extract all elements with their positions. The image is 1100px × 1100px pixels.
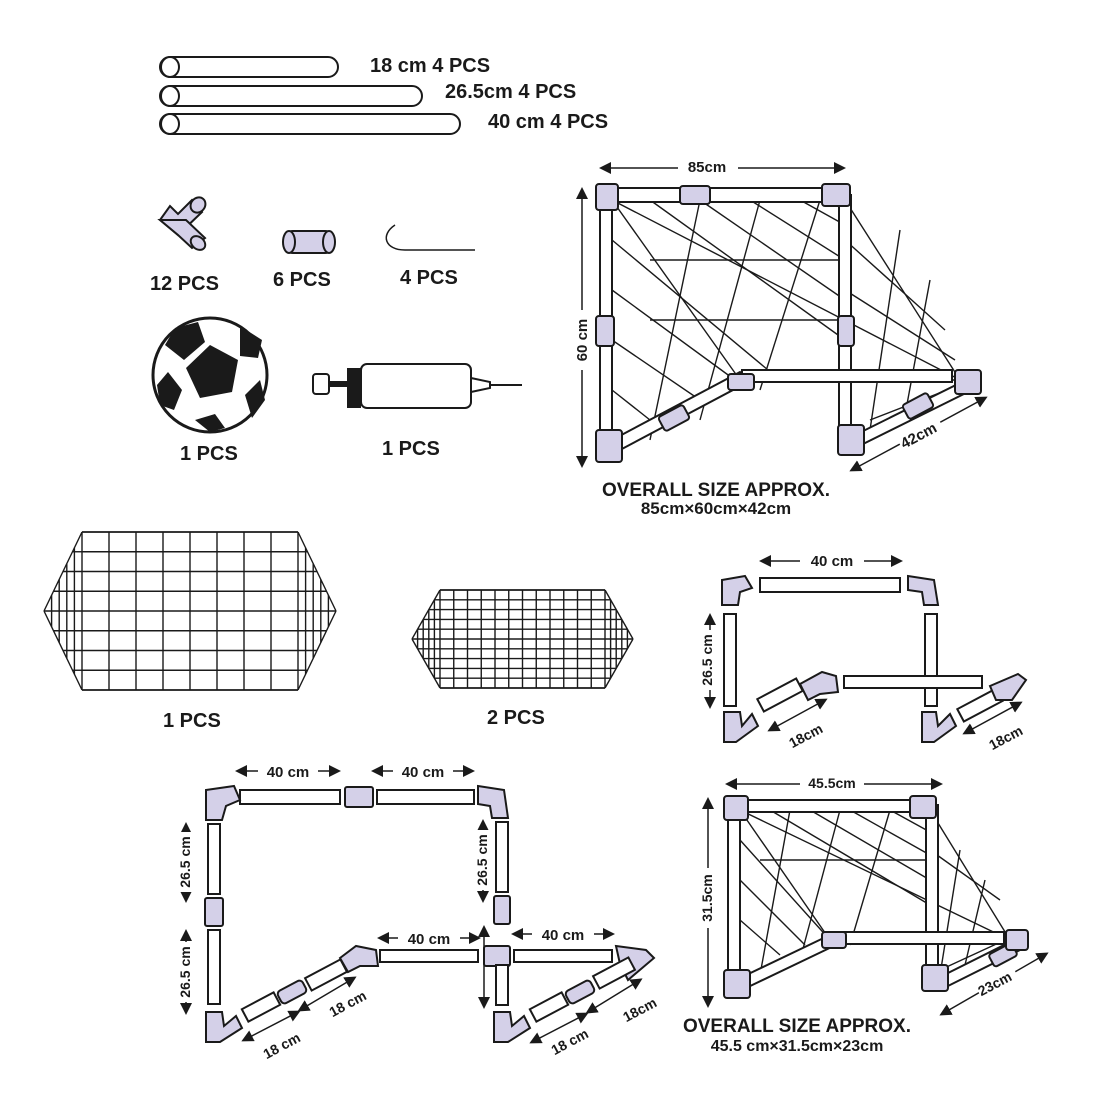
small-assembly-depth-right-arrow (962, 701, 1023, 735)
large-goal-overall-dims: 85cm×60cm×42cm (641, 499, 791, 518)
small-assembly-top: 40 cm (811, 553, 854, 570)
connector-qty: 6 PCS (273, 269, 331, 291)
small-goal-overall-dims: 45.5 cm×31.5cm×23cm (711, 1038, 884, 1055)
large-goal-overall-title: OVERALL SIZE APPROX. (602, 480, 830, 501)
large-assembly-depth-a-arrow (241, 1010, 301, 1042)
ball-qty: 1 PCS (180, 443, 238, 465)
large-assembly-top-right: 40 cm (402, 764, 445, 781)
large-net-illustration (43, 531, 337, 691)
large-assembly-back-right: 40 cm (542, 927, 585, 944)
small-goal-overall-title: OVERALL SIZE APPROX. (683, 1016, 911, 1037)
large-assembly-depth-d: 18cm (620, 994, 659, 1025)
large-assembly-depth-c-arrow (529, 1012, 589, 1044)
large-goal-width: 85cm (688, 159, 726, 176)
net-line (604, 589, 634, 640)
large-assembly-side-left-upper: 26.5 cm (177, 836, 193, 887)
small-goal-illustration (723, 795, 1029, 999)
large-assembly-depth-a: 18 cm (260, 1029, 303, 1062)
net-small-qty: 2 PCS (487, 707, 545, 729)
pump-qty: 1 PCS (382, 438, 440, 460)
small-assembly-depth-left: 18cm (786, 720, 825, 751)
large-assembly-back-left: 40 cm (408, 931, 451, 948)
net-line (411, 589, 441, 640)
rod-40cm-label: 40 cm 4 PCS (488, 111, 608, 133)
rod-18cm-label: 18 cm 4 PCS (370, 55, 490, 77)
small-goal-assembly (721, 574, 1028, 743)
soccer-ball-icon (151, 316, 269, 434)
elbow-qty: 12 PCS (150, 273, 219, 295)
air-pump-icon (312, 363, 522, 409)
small-assembly-depth-right: 18cm (986, 722, 1025, 753)
large-assembly-side-left-lower: 26.5 cm (177, 946, 193, 997)
large-assembly-depth-b: 18 cm (326, 987, 369, 1020)
large-goal-height: 60 cm (574, 319, 591, 362)
net-line (604, 638, 634, 689)
net-large-qty: 1 PCS (163, 710, 221, 732)
large-goal-illustration (595, 183, 982, 463)
large-assembly-side-right: 26.5 cm (474, 834, 490, 885)
large-assembly-depth-b-arrow (297, 976, 357, 1012)
large-goal-assembly (204, 784, 656, 1043)
rod-40cm (159, 113, 461, 135)
small-assembly-side: 26.5 cm (699, 634, 715, 685)
elbow-joint-icon (157, 196, 207, 251)
small-assembly-depth-left-arrow (767, 698, 828, 732)
large-assembly-depth-d-arrow (585, 978, 643, 1014)
ground-stake-icon (385, 224, 475, 251)
net-line (411, 638, 441, 689)
small-goal-net (739, 809, 1011, 976)
rod-26-5cm-label: 26.5cm 4 PCS (445, 81, 576, 103)
rod-26-5cm (159, 85, 423, 107)
rod-18cm (159, 56, 339, 78)
straight-connector-icon (282, 230, 336, 254)
small-goal-width: 45.5cm (808, 775, 855, 791)
stake-qty: 4 PCS (400, 267, 458, 289)
small-net-illustration (411, 589, 634, 689)
small-goal-height: 31.5cm (699, 874, 715, 921)
large-assembly-top-left: 40 cm (267, 764, 310, 781)
